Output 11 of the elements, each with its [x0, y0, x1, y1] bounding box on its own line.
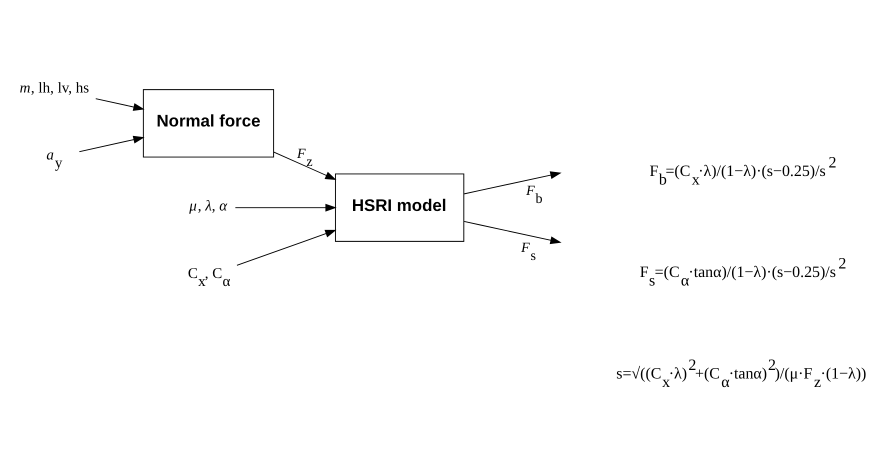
node-box: Normal force	[142, 89, 274, 158]
node-text: μ, λ, α	[189, 198, 228, 214]
arrow	[464, 221, 562, 244]
arrow	[236, 230, 336, 266]
node-box: HSRI model	[334, 173, 464, 242]
arrow	[464, 171, 562, 194]
node-text: m, lh, lv, hs	[20, 80, 90, 96]
arrow	[95, 98, 145, 111]
arrow	[273, 152, 336, 180]
arrow	[234, 204, 337, 212]
arrow	[78, 136, 145, 152]
